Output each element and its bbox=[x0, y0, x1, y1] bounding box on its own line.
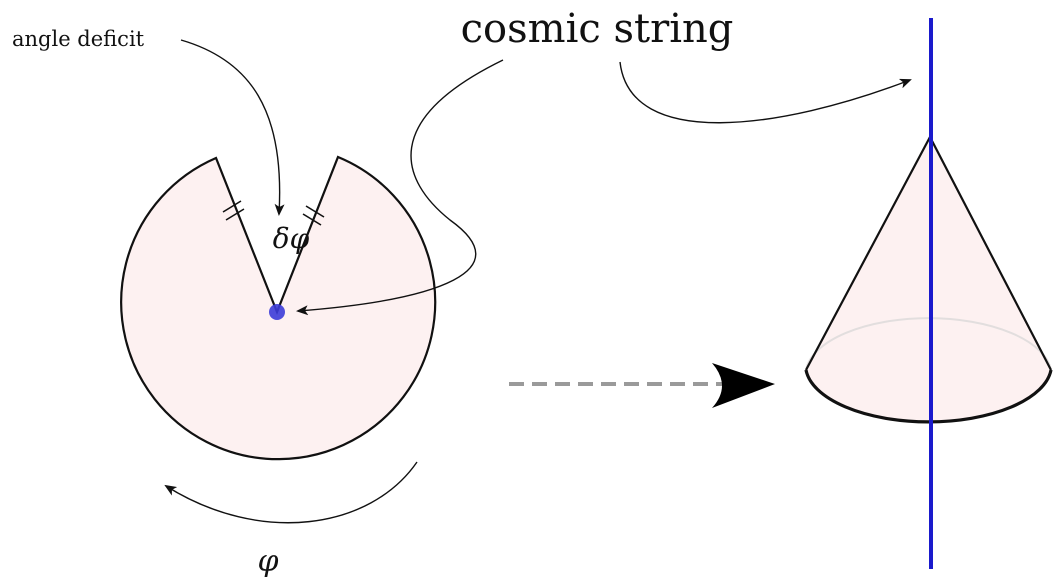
edge-tick-marks-left bbox=[222, 200, 245, 221]
string-point bbox=[269, 304, 285, 320]
delta-phi-label: δφ bbox=[273, 222, 310, 255]
cone-body bbox=[806, 137, 1051, 422]
cone-string-arrow bbox=[619, 61, 912, 124]
cone-front-rim bbox=[804, 369, 1053, 424]
angle-deficit-arrow bbox=[180, 39, 285, 216]
string-point-arrow bbox=[296, 59, 504, 316]
edge-tick-marks-right bbox=[302, 205, 325, 226]
cone-back-rim bbox=[805, 317, 1052, 371]
transformation-arrowhead bbox=[712, 363, 775, 408]
phi-label: φ bbox=[257, 544, 278, 579]
rotation-arrow bbox=[164, 461, 418, 524]
cut-disk bbox=[120, 155, 437, 461]
angle-deficit-label: angle deficit bbox=[12, 27, 145, 51]
cosmic-string-title: cosmic string bbox=[461, 6, 734, 52]
